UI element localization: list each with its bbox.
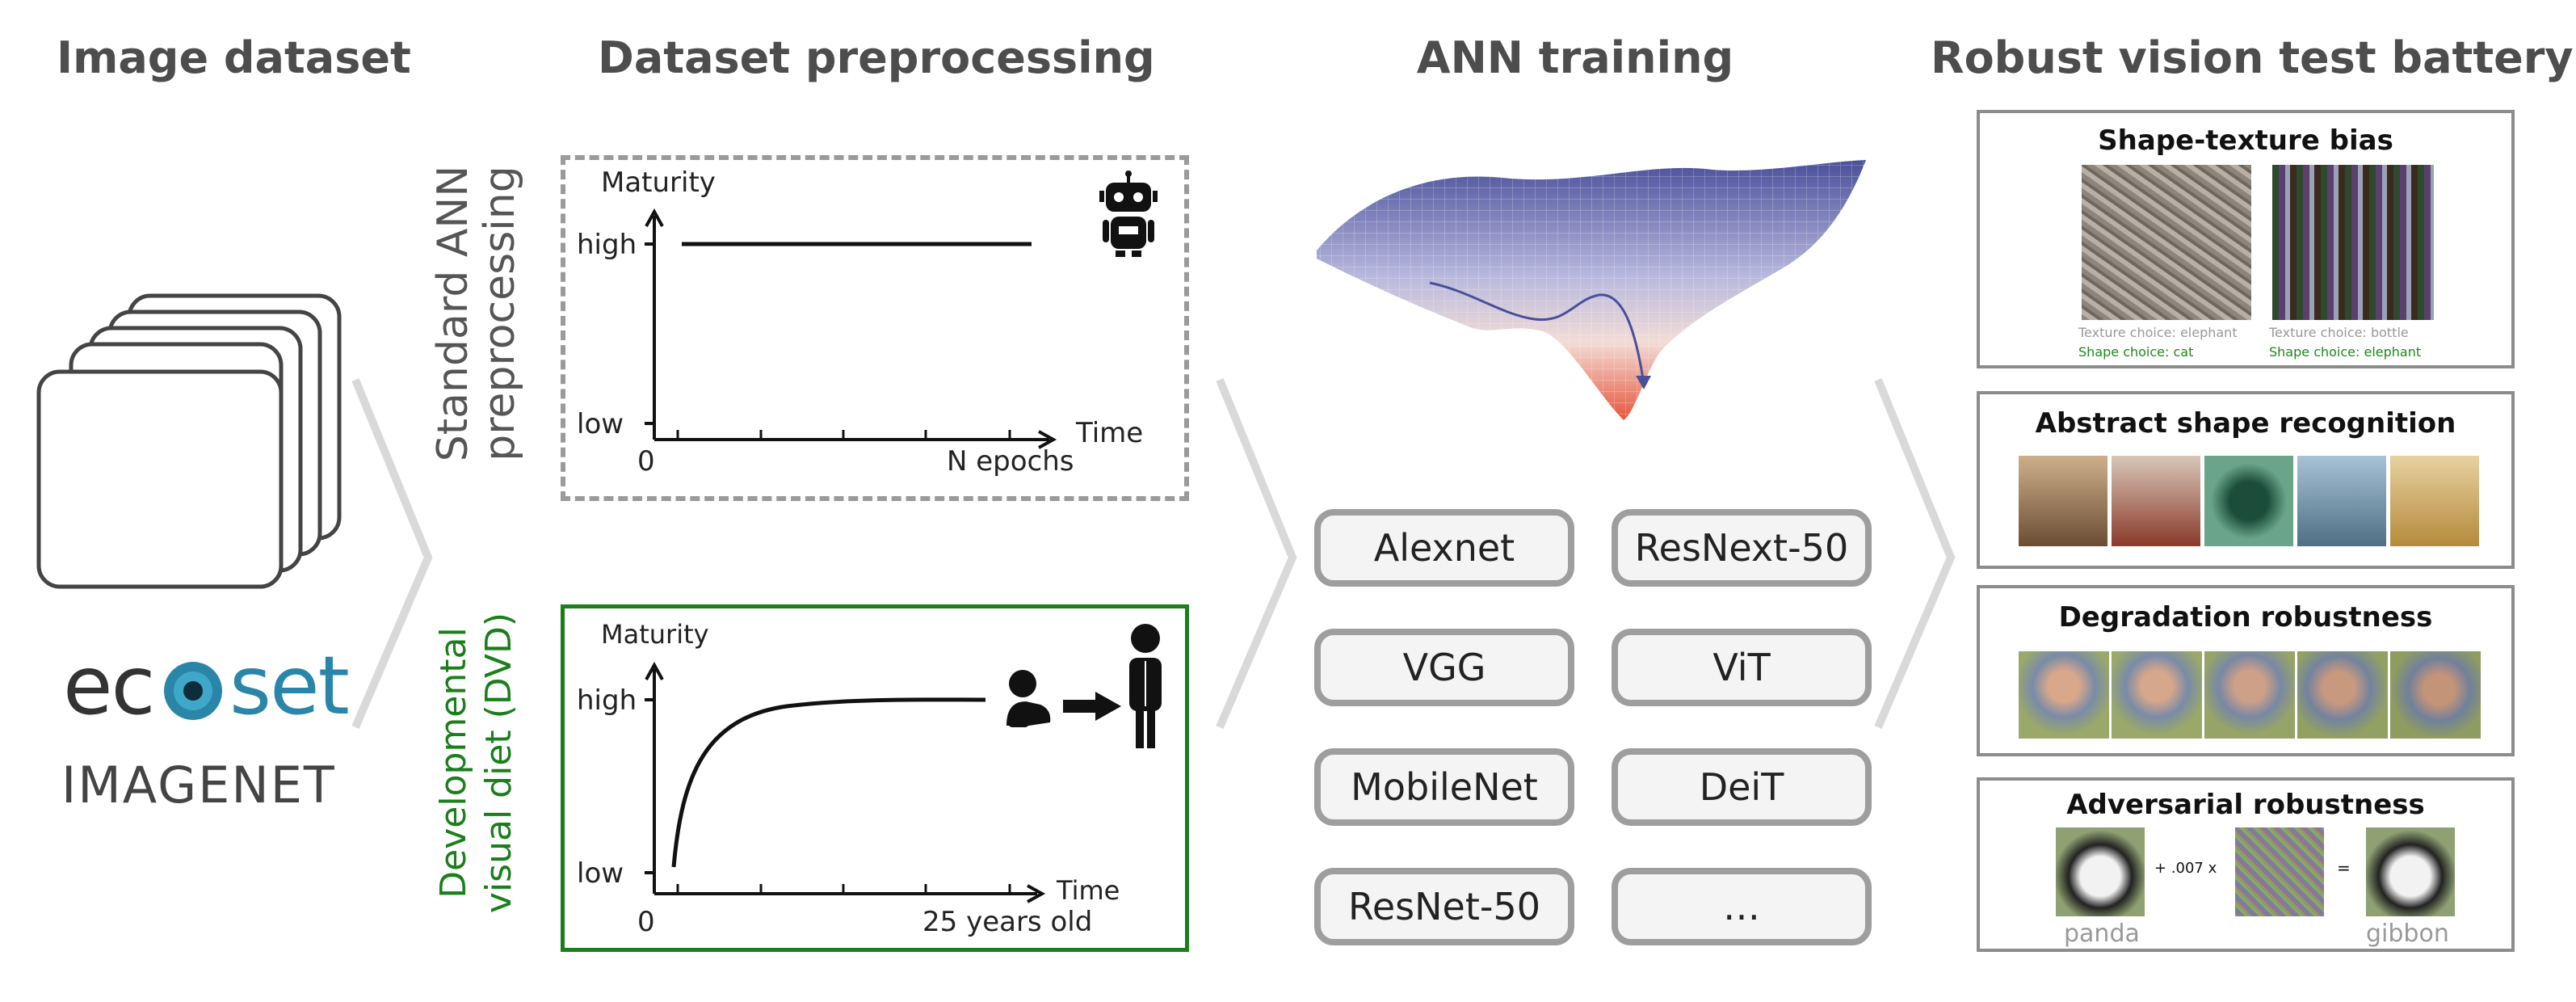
chevron-3 (1874, 378, 1956, 729)
standard-panel (561, 155, 1189, 501)
dvd-y-axis-label: Maturity (601, 619, 709, 650)
gibbon-image (2366, 827, 2455, 916)
dvd-chart: Maturity high low Time 0 25 years old (577, 619, 1162, 938)
standard-x-end: N epochs (947, 445, 1074, 478)
cat-elephant-texture-image (2082, 165, 2251, 320)
degradation-image-1 (2019, 651, 2109, 739)
dvd-side-label-line1: Developmental (433, 627, 474, 899)
standard-x-zero: 0 (637, 445, 655, 478)
adult-icon (1129, 624, 1162, 748)
abstract-image-dog (2297, 456, 2386, 546)
dvd-side-label-line2: visual diet (DVD) (478, 612, 519, 914)
model-resnet-50[interactable]: ResNet-50 (1314, 868, 1574, 945)
standard-y-low: low (577, 408, 624, 440)
degradation-image-4 (2297, 651, 2388, 739)
right-texture-choice: Texture choice: bottle (2269, 325, 2409, 340)
imagenet-logo: IMAGENET (61, 756, 336, 815)
title-image-dataset: Image dataset (57, 32, 411, 83)
loss-landscape (1317, 160, 1866, 420)
dvd-x-zero: 0 (637, 906, 655, 938)
eye-icon (164, 662, 222, 720)
abstract-title: Abstract shape recognition (2035, 407, 2456, 440)
dvd-side-label: Developmental visual diet (DVD) (412, 604, 541, 952)
abstract-image-bicycle (2390, 456, 2479, 546)
dvd-y-high: high (577, 684, 637, 717)
title-dataset-preprocessing: Dataset preprocessing (598, 32, 1155, 83)
title-ann-training: ANN training (1416, 32, 1734, 83)
noise-image (2235, 827, 2324, 916)
imagenet-logo-text: IMAGENET (61, 756, 336, 815)
right-shape-choice: Shape choice: elephant (2269, 344, 2422, 360)
equals-label: = (2337, 858, 2351, 878)
test-adversarial: Adversarial robustness + .007 x = panda … (1977, 777, 2515, 952)
ecoset-logo-text-set: set (229, 638, 350, 733)
stacked-images-icon (36, 293, 342, 589)
dvd-y-low: low (577, 857, 624, 890)
chevron-1 (351, 378, 433, 729)
panda-label: panda (2064, 920, 2140, 948)
standard-side-label: Standard ANN preprocessing (412, 154, 541, 501)
model-resnext-50[interactable]: ResNext-50 (1612, 509, 1872, 587)
dvd-panel (561, 604, 1189, 952)
degradation-title: Degradation robustness (2058, 601, 2433, 634)
standard-y-axis-label: Maturity (601, 166, 716, 199)
chevron-2 (1216, 378, 1297, 729)
standard-chart: Maturity high low Time 0 N epochs (577, 166, 1158, 478)
abstract-image-panda (2204, 456, 2293, 546)
left-shape-choice: Shape choice: cat (2078, 344, 2194, 360)
standard-side-label-line2: preprocessing (476, 166, 524, 461)
arrow-right-icon (1063, 692, 1121, 721)
baby-icon (1006, 670, 1051, 727)
model-mobilenet[interactable]: MobileNet (1314, 748, 1574, 826)
gibbon-label: gibbon (2366, 920, 2449, 948)
model-more[interactable]: … (1612, 868, 1872, 945)
abstract-image-car (2112, 456, 2200, 546)
dvd-x-end: 25 years old (922, 906, 1092, 938)
adversarial-title: Adversarial robustness (2066, 789, 2425, 821)
model-deit[interactable]: DeiT (1612, 748, 1872, 826)
test-abstract-shape: Abstract shape recognition (1977, 391, 2515, 569)
degradation-image-2 (2112, 651, 2202, 739)
title-test-battery: Robust vision test battery (1931, 32, 2574, 83)
model-vit[interactable]: ViT (1612, 629, 1872, 706)
degradation-image-3 (2204, 651, 2295, 739)
dvd-maturity-curve (671, 697, 986, 868)
standard-y-high: high (577, 229, 637, 261)
test-shape-texture: Shape-texture bias Texture choice: eleph… (1977, 110, 2515, 368)
elephant-bottle-texture-image (2272, 165, 2434, 320)
ecoset-logo-text: ec (63, 638, 156, 733)
robot-icon (1099, 171, 1158, 257)
abstract-image-cat (2019, 456, 2107, 546)
test-degradation: Degradation robustness (1977, 585, 2515, 756)
model-alexnet[interactable]: Alexnet (1314, 509, 1574, 587)
standard-x-axis-label: Time (1075, 417, 1143, 449)
standard-side-label-line1: Standard ANN (429, 165, 477, 462)
left-texture-choice: Texture choice: elephant (2078, 325, 2238, 340)
model-vgg[interactable]: VGG (1314, 629, 1574, 706)
plus-label: + .007 x (2154, 860, 2217, 877)
panda-image (2056, 827, 2145, 916)
dvd-x-axis-label: Time (1056, 875, 1120, 906)
degradation-image-5 (2390, 651, 2481, 739)
shape-texture-title: Shape-texture bias (2098, 124, 2393, 157)
ecoset-logo: ec set (63, 638, 354, 733)
